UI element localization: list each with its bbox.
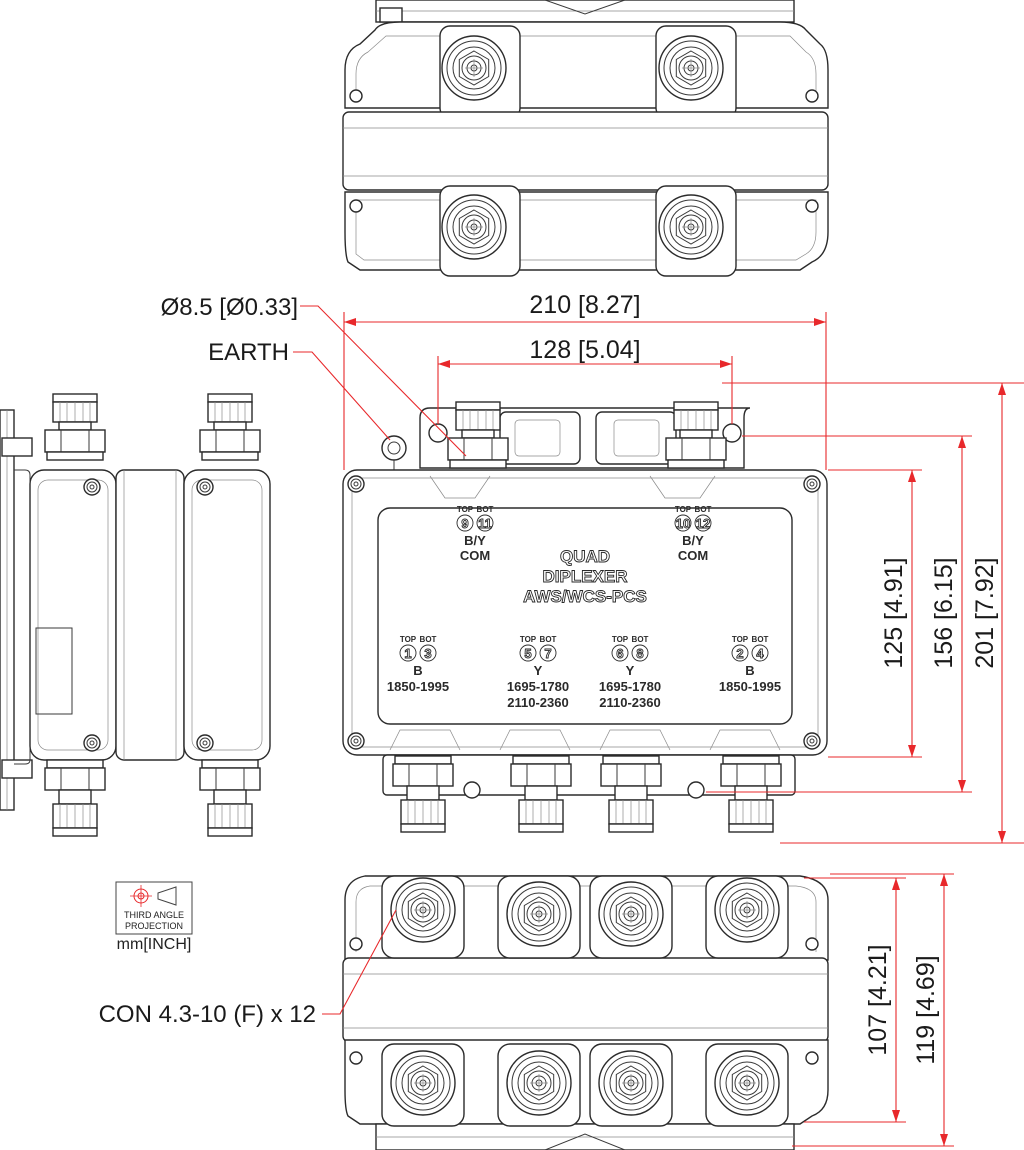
label-plate: QUAD DIPLEXER AWS/WCS-PCS <box>523 547 648 607</box>
top-port-1-band: B/Y <box>464 533 486 548</box>
bottom-port-4-top-number: 2 <box>736 646 743 661</box>
bottom-port-4-band: B <box>745 663 754 678</box>
bottom-port-2-band: Y <box>534 663 543 678</box>
bottom-port-3-freq-2: 2110-2360 <box>599 695 660 710</box>
bottom-port-2-top-circle <box>519 644 537 662</box>
bottom-port-3-bot-number: 8 <box>636 646 643 661</box>
top-port-1-bot-number: 11 <box>478 516 492 531</box>
bottom-port-4-top-caption: TOP <box>732 635 749 644</box>
dim-mount-spacing: 128 [5.04] <box>529 336 640 364</box>
bottom-port-1-top-caption: TOP <box>400 635 417 644</box>
bottom-port-3-top-number: 6 <box>616 646 623 661</box>
top-port-2-bot-number: 12 <box>696 516 710 531</box>
dim-height-overall: 201 [7.92] <box>971 557 999 668</box>
projection-line-2: PROJECTION <box>125 921 183 931</box>
bottom-port-2-freq-1: 1695-1780 <box>507 679 569 694</box>
top-port-1-top-circle <box>456 514 474 532</box>
top-port-1-bot-circle <box>476 514 494 532</box>
top-port-2-band: B/Y <box>682 533 704 548</box>
bottom-port-2-bot-number: 7 <box>544 646 551 661</box>
dim-depth-overall: 119 [4.69] <box>912 955 940 1064</box>
dimension-lines <box>293 305 1024 1147</box>
bottom-port-4-top-circle <box>731 644 749 662</box>
bottom-port-2-top-caption: TOP <box>520 635 537 644</box>
top-port-2-bot-circle <box>694 514 712 532</box>
bottom-port-2-freq-2: 2110-2360 <box>507 695 568 710</box>
plate-title-3: AWS/WCS-PCS <box>523 587 647 606</box>
bottom-port-4-bot-circle <box>751 644 769 662</box>
bottom-view <box>342 875 829 1150</box>
projection-line-1: THIRD ANGLE <box>124 910 184 920</box>
bottom-port-1-bot-number: 3 <box>424 646 431 661</box>
bottom-port-1-bot-circle <box>419 644 437 662</box>
bottom-port-1-top-number: 1 <box>404 646 411 661</box>
top-port-2-top-number: 10 <box>676 516 690 531</box>
dim-width-overall: 210 [8.27] <box>529 291 640 319</box>
top-port-1-top-number: 9 <box>461 516 468 531</box>
bottom-port-3-bot-circle <box>631 644 649 662</box>
top-port-2-com: COM <box>678 548 708 563</box>
bottom-port-3-top-circle <box>611 644 629 662</box>
bottom-port-1-band: B <box>413 663 422 678</box>
bottom-port-4-freq-1: 1850-1995 <box>719 679 781 694</box>
top-port-2-top-caption: TOP <box>675 505 692 514</box>
bottom-port-3-bot-caption: BOT <box>632 635 649 644</box>
bottom-port-3-freq-1: 1695-1780 <box>599 679 661 694</box>
top-port-1-com: COM <box>460 548 490 563</box>
front-view <box>342 401 828 833</box>
bottom-port-1-top-circle <box>399 644 417 662</box>
bottom-port-3-top-caption: TOP <box>612 635 629 644</box>
bottom-port-1-freq-1: 1850-1995 <box>387 679 449 694</box>
bottom-port-4-bot-caption: BOT <box>752 635 769 644</box>
bottom-port-4-bot-number: 4 <box>756 646 764 661</box>
plate-title-1: QUAD <box>560 547 610 566</box>
bottom-port-3-band: Y <box>626 663 635 678</box>
bottom-port-1-bot-caption: BOT <box>420 635 437 644</box>
top-port-1-bot-caption: BOT <box>477 505 494 514</box>
dim-height-body: 125 [4.91] <box>880 557 908 668</box>
top-port-2-top-circle <box>674 514 692 532</box>
plate-title-2: DIPLEXER <box>542 567 627 586</box>
bottom-port-2-bot-circle <box>539 644 557 662</box>
earth-label: EARTH <box>208 339 289 366</box>
bottom-port-2-top-number: 5 <box>524 646 531 661</box>
top-port-2-bot-caption: BOT <box>695 505 712 514</box>
side-view <box>0 393 271 837</box>
hole-diameter-label: Ø8.5 [Ø0.33] <box>161 294 298 321</box>
bottom-port-2-bot-caption: BOT <box>540 635 557 644</box>
connector-callout: CON 4.3-10 (F) x 12 <box>99 1001 316 1028</box>
units-label: mm[INCH] <box>117 936 192 953</box>
projection-symbol: THIRD ANGLE PROJECTION mm[INCH] <box>115 881 193 953</box>
dim-depth-body: 107 [4.21] <box>864 944 892 1055</box>
dim-height-mount: 156 [6.15] <box>930 557 958 668</box>
top-port-1-top-caption: TOP <box>457 505 474 514</box>
top-view <box>342 0 829 277</box>
